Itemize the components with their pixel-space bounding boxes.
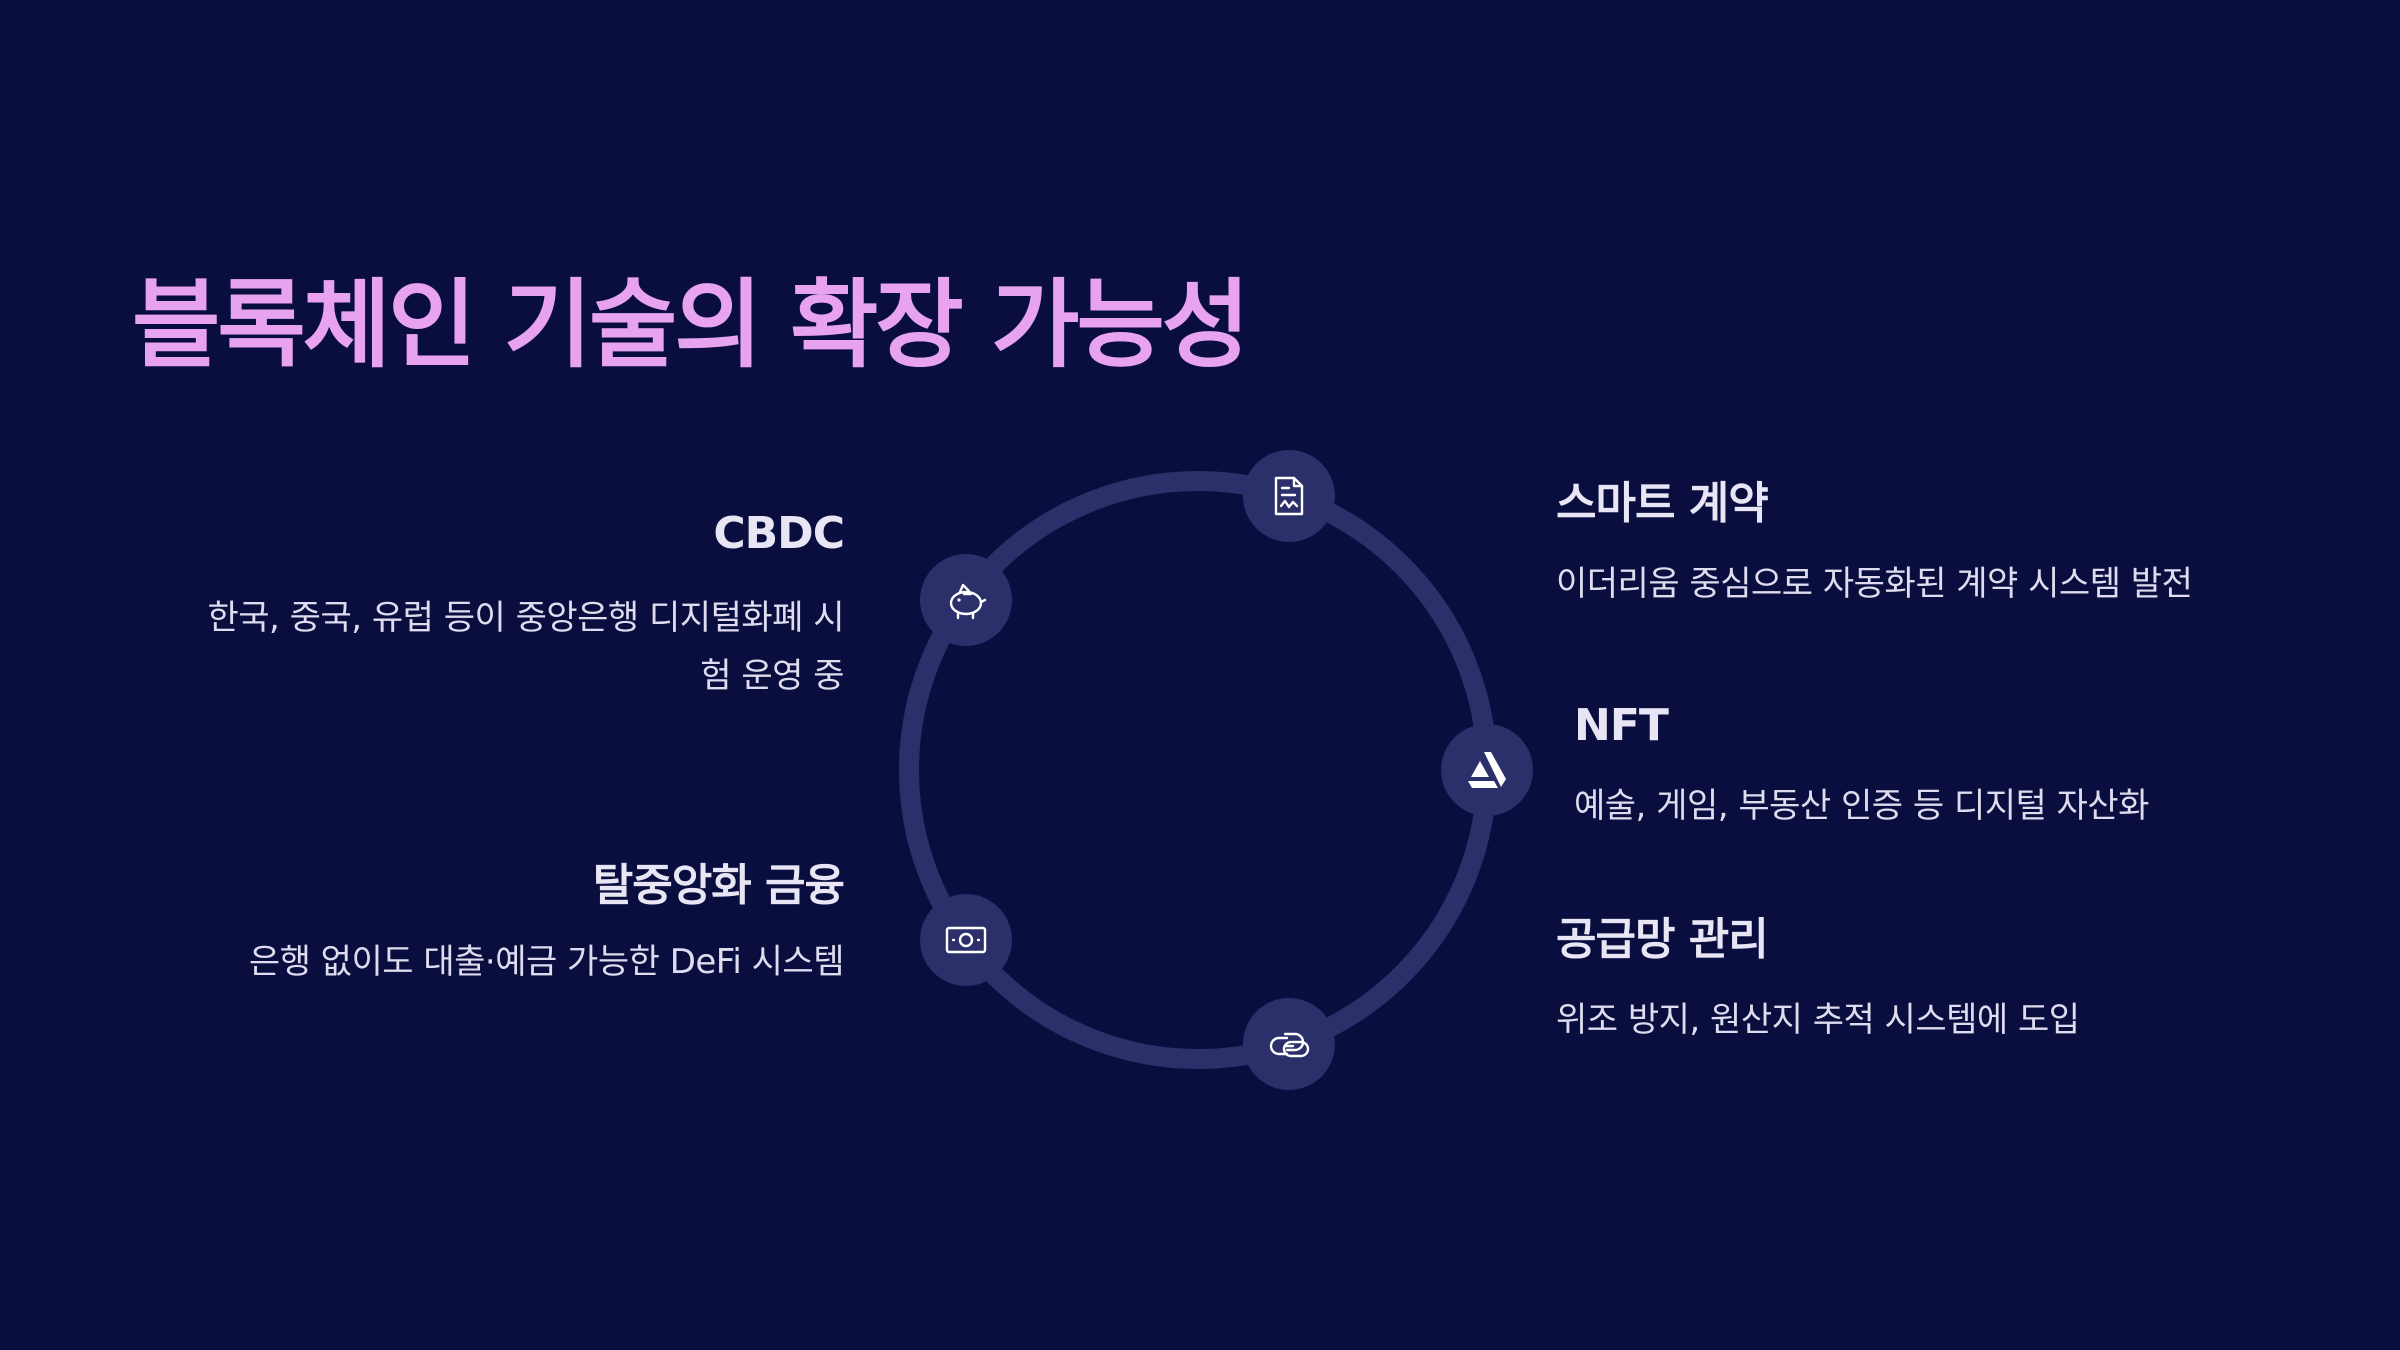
smart-contract-description: 이더리움 중심으로 자동화된 계약 시스템 발전 [1556,564,2193,604]
node-defi [920,894,1012,986]
defi-heading: 탈중앙화 금융 [592,860,845,911]
cbdc-description-line-1: 한국, 중국, 유럽 등이 중앙은행 디지털화폐 시 [207,598,845,638]
defi-description: 은행 없이도 대출·예금 가능한 DeFi 시스템 [248,942,845,982]
banknote-icon [945,926,987,954]
slide-title: 블록체인 기술의 확장 가능성 [132,269,1250,381]
cbdc-item: CBDC 한국, 중국, 유럽 등이 중앙은행 디지털화폐 시 험 운영 중 [124,506,846,705]
node-smart-contract [1243,450,1335,542]
supply-chain-description: 위조 방지, 원산지 추적 시스템에 도입 [1556,1000,2080,1040]
defi-item: 탈중앙화 금융 은행 없이도 대출·예금 가능한 DeFi 시스템 [84,858,845,991]
node-nft [1441,724,1533,816]
node-cbdc [920,554,1012,646]
smart-contract-heading: 스마트 계약 [1556,478,1769,529]
supply-chain-heading: 공급망 관리 [1556,914,1769,965]
cbdc-description-line-2: 험 운영 중 [700,656,844,696]
nft-heading: NFT [1574,700,1669,751]
signed-document-icon [1274,476,1304,516]
artstation-icon [1468,752,1506,788]
cbdc-heading: CBDC [713,508,845,559]
supply-chain-item: 공급망 관리 위조 방지, 원산지 추적 시스템에 도입 [1556,912,2316,1049]
chain-link-icon [1269,1032,1310,1058]
smart-contract-item: 스마트 계약 이더리움 중심으로 자동화된 계약 시스템 발전 [1556,476,2316,613]
nft-description: 예술, 게임, 부동산 인증 등 디지털 자산화 [1574,786,2149,826]
piggy-bank-icon [949,583,987,620]
cbdc-description: 한국, 중국, 유럽 등이 중앙은행 디지털화폐 시 험 운영 중 [124,589,845,705]
node-supply-chain [1243,998,1335,1090]
nft-item: NFT 예술, 게임, 부동산 인증 등 디지털 자산화 [1574,698,2334,835]
